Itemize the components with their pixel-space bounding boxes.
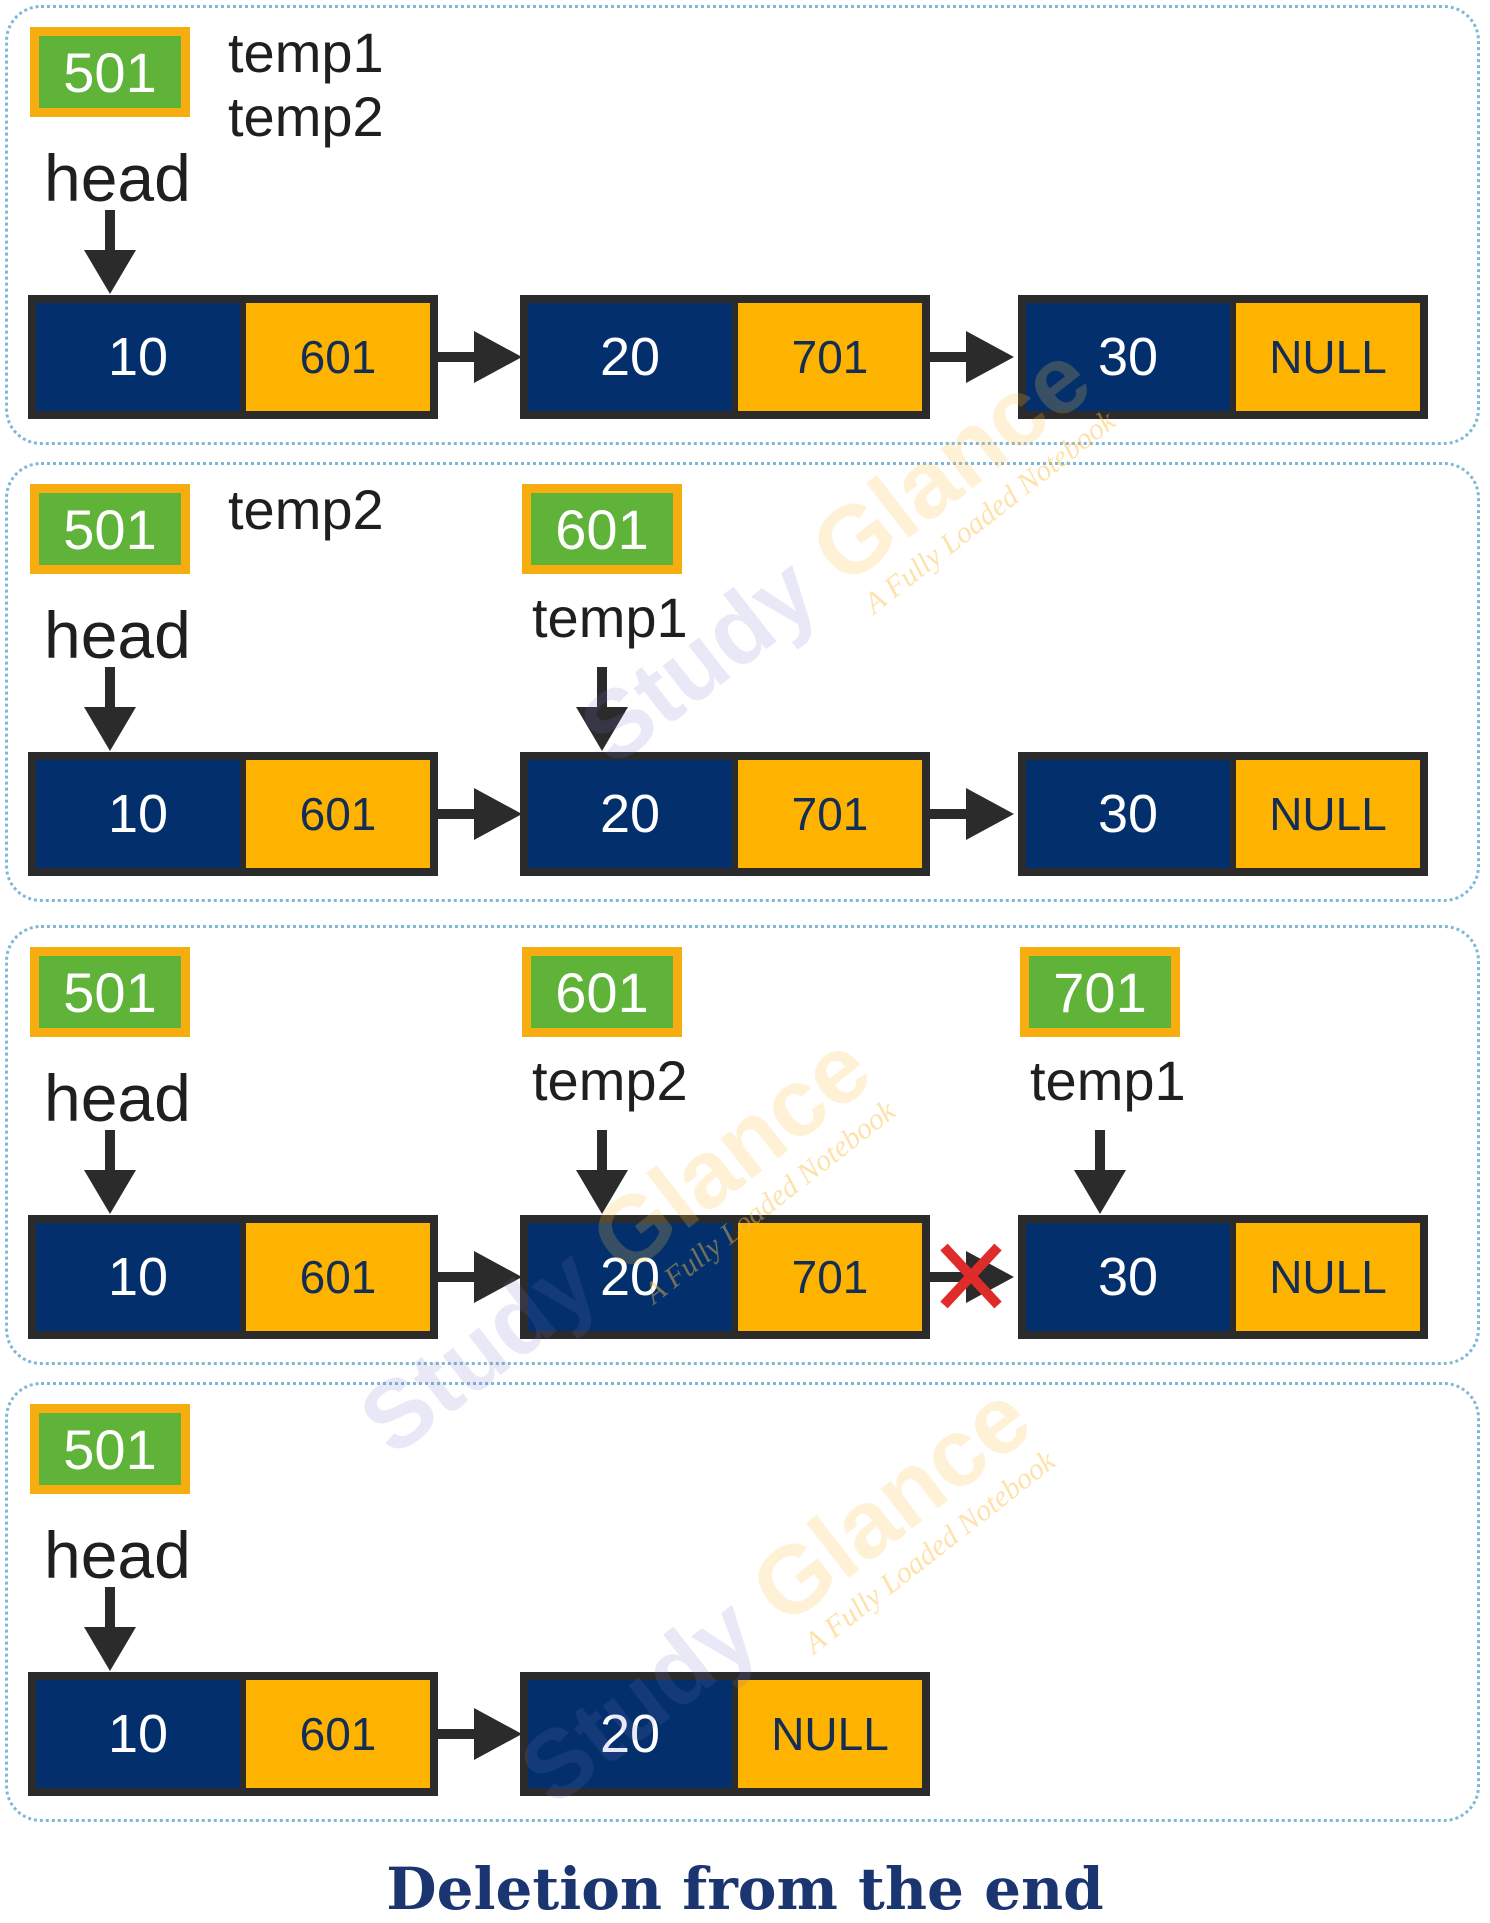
panel-step-4 — [5, 1382, 1480, 1822]
node-data-field: 20 — [528, 1223, 738, 1331]
node-data-field: 20 — [528, 760, 738, 868]
down-arrow-icon — [1074, 1130, 1126, 1214]
pointer-box-701: 701 — [1020, 947, 1180, 1037]
pointer-box-501: 501 — [30, 27, 190, 117]
pointer-label-head: head — [44, 1518, 191, 1592]
node-data-field: 10 — [36, 1680, 246, 1788]
node-next-field: 601 — [246, 1223, 430, 1331]
node-next-field: NULL — [1236, 760, 1420, 868]
pointer-box-601: 601 — [522, 484, 682, 574]
link-arrow-icon — [930, 788, 1014, 840]
node-next-field: NULL — [1236, 303, 1420, 411]
down-arrow-icon — [84, 667, 136, 751]
diagram-caption: Deletion from the end — [386, 1855, 1104, 1923]
pointer-label-temp1: temp1 — [1030, 1049, 1186, 1112]
link-arrow-icon — [438, 1708, 522, 1760]
side-label-temp1: temp1 — [228, 21, 384, 84]
node-data-field: 30 — [1026, 303, 1236, 411]
node-data-field: 10 — [36, 760, 246, 868]
node-next-field: 701 — [738, 303, 922, 411]
node-next-field: 701 — [738, 760, 922, 868]
pointer-label-head: head — [44, 1061, 191, 1135]
cross-icon — [940, 1243, 1002, 1309]
node-data-field: 20 — [528, 303, 738, 411]
link-arrow-icon — [930, 331, 1014, 383]
panel-step-2 — [5, 462, 1480, 902]
node-data-field: 10 — [36, 303, 246, 411]
link-arrow-icon — [438, 788, 522, 840]
panel-step-3 — [5, 925, 1480, 1365]
down-arrow-icon — [84, 210, 136, 294]
node-next-field: 601 — [246, 303, 430, 411]
pointer-box-501: 501 — [30, 1404, 190, 1494]
down-arrow-icon — [84, 1130, 136, 1214]
side-label-temp2: temp2 — [228, 478, 384, 541]
down-arrow-icon — [576, 1130, 628, 1214]
down-arrow-icon — [84, 1587, 136, 1671]
node-next-field: 701 — [738, 1223, 922, 1331]
pointer-box-501: 501 — [30, 484, 190, 574]
down-arrow-icon — [576, 667, 628, 751]
link-arrow-icon — [438, 1251, 522, 1303]
pointer-box-601: 601 — [522, 947, 682, 1037]
node-next-field: 601 — [246, 1680, 430, 1788]
pointer-label-temp1: temp1 — [532, 586, 688, 649]
side-label-temp2: temp2 — [228, 85, 384, 148]
node-data-field: 30 — [1026, 760, 1236, 868]
node-data-field: 30 — [1026, 1223, 1236, 1331]
node-next-field: NULL — [738, 1680, 922, 1788]
node-next-field: NULL — [1236, 1223, 1420, 1331]
pointer-box-501: 501 — [30, 947, 190, 1037]
link-arrow-icon — [438, 331, 522, 383]
panel-step-1 — [5, 5, 1480, 445]
node-data-field: 20 — [528, 1680, 738, 1788]
node-next-field: 601 — [246, 760, 430, 868]
pointer-label-head: head — [44, 598, 191, 672]
pointer-label-head: head — [44, 141, 191, 215]
node-data-field: 10 — [36, 1223, 246, 1331]
pointer-label-temp2: temp2 — [532, 1049, 688, 1112]
